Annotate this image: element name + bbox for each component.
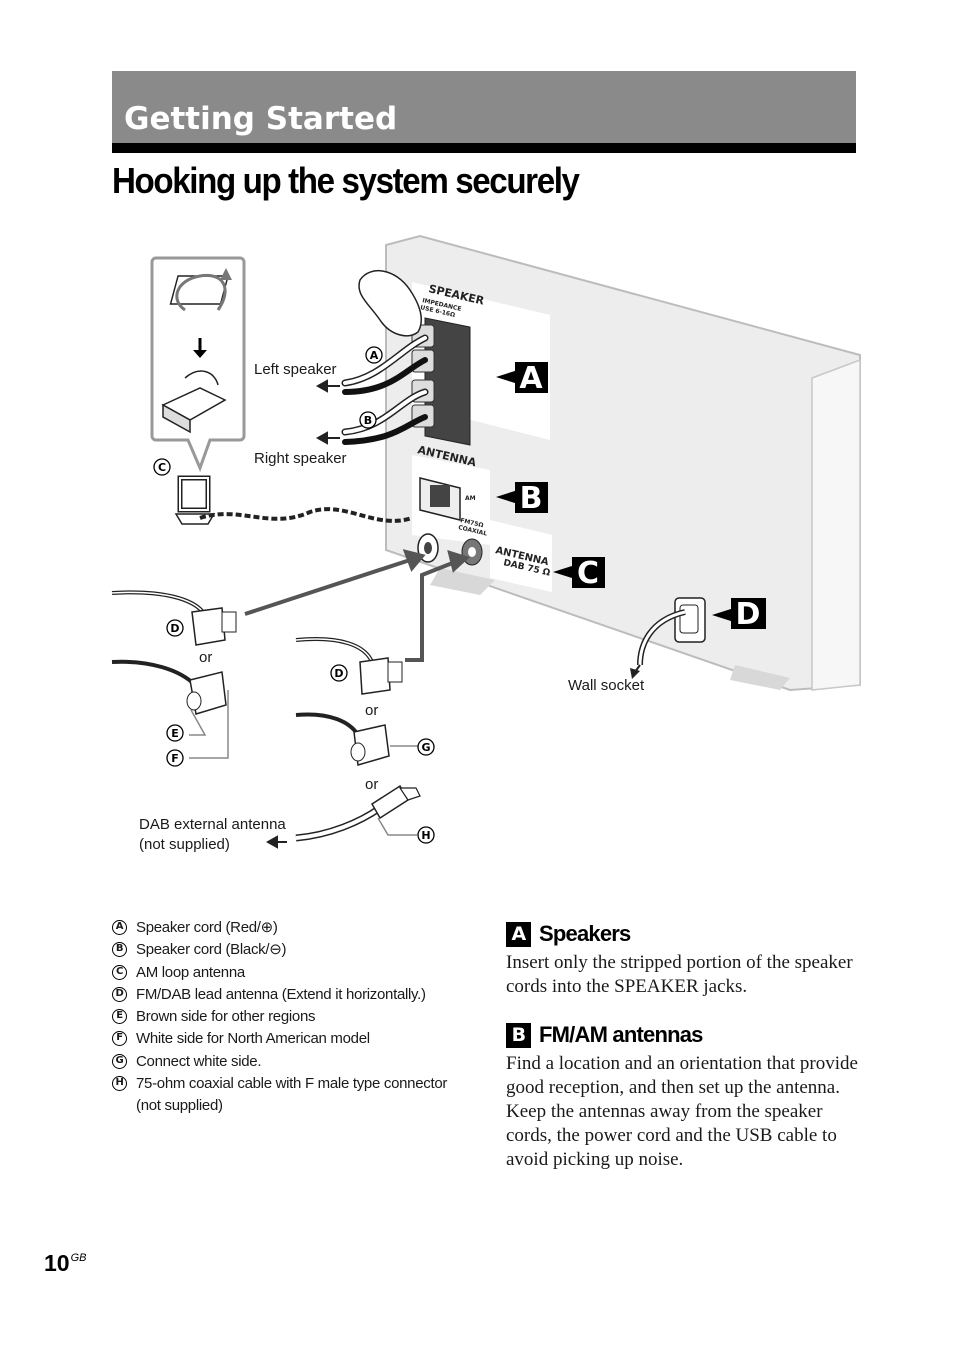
left-speaker-label: Left speaker: [254, 361, 337, 378]
big-letter-c: C: [553, 556, 605, 591]
callout-f: F: [171, 752, 179, 765]
speakers-heading: A Speakers: [506, 921, 858, 947]
dab-arrow: [265, 835, 287, 849]
speaker-cords: [341, 334, 429, 445]
svg-text:C: C: [577, 556, 599, 591]
speakers-section: A Speakers Insert only the stripped port…: [506, 921, 858, 999]
big-letter-b: B: [496, 481, 548, 516]
fm-am-antennas-section: B FM/AM antennas Find a location and an …: [506, 1022, 858, 1172]
or-label-3: or: [365, 776, 378, 793]
legend-text-a: Speaker cord (Red/⊕): [136, 919, 278, 936]
fm-lead-antenna-middle: [295, 637, 403, 695]
finger-illustration: [358, 270, 422, 337]
right-speaker-label: Right speaker: [254, 450, 347, 467]
legend-text-f: White side for North American model: [136, 1030, 370, 1048]
fmam-heading-text: FM/AM antennas: [539, 1022, 703, 1047]
legend-item-g: G Connect white side.: [112, 1051, 472, 1073]
legend-item-c: C AM loop antenna: [112, 962, 472, 984]
legend-text-b: Speaker cord (Black/⊖): [136, 941, 287, 959]
legend-item-a: A Speaker cord (Red/⊕): [112, 917, 472, 939]
big-letter-d: D: [712, 597, 766, 632]
coaxial-cable-h: [295, 784, 421, 842]
legend-item-d: D FM/DAB lead antenna (Extend it horizont…: [112, 984, 472, 1006]
or-label-2: or: [365, 702, 378, 719]
am-antenna-inset: [150, 256, 246, 473]
legend-mark-g: G: [112, 1053, 127, 1069]
callout-c: C: [158, 461, 166, 474]
legend-text-c: AM loop antenna: [136, 963, 245, 981]
speakers-letter-box: A: [506, 921, 531, 947]
dab-external-label-line1: DAB external antenna: [139, 816, 286, 833]
section-label: Getting Started: [124, 101, 398, 137]
power-plug: [630, 597, 706, 679]
speaker-arrows: [315, 379, 340, 445]
legend-item-h: H 75-ohm coaxial cable with F male type c…: [112, 1073, 472, 1118]
callout-d-left: D: [170, 622, 179, 635]
page-number-suffix: GB: [70, 1252, 87, 1264]
legend-list: A Speaker cord (Red/⊕) B Speaker cord (Bla…: [112, 917, 472, 1118]
am-loop-antenna: [174, 475, 413, 525]
legend-text-h: 75-ohm coaxial cable with F male type co…: [136, 1075, 448, 1115]
legend-item-f: F White side for North American model: [112, 1028, 472, 1050]
page-number-value: 10: [44, 1250, 70, 1276]
page-title: Hooking up the system securely: [112, 160, 580, 201]
panel-am-label: AM: [465, 495, 476, 502]
wall-socket-label: Wall socket: [568, 677, 645, 694]
svg-text:A: A: [519, 361, 543, 396]
fmam-body-1: Find a location and an orientation that …: [506, 1053, 858, 1098]
callout-g: G: [421, 741, 430, 754]
section-header-bar: Getting Started: [112, 71, 856, 153]
fmam-body-2: Keep the antennas away from the speaker …: [506, 1101, 837, 1170]
legend-mark-f: F: [112, 1031, 127, 1047]
legend-item-b: B Speaker cord (Black/⊖): [112, 939, 472, 961]
speakers-heading-text: Speakers: [539, 921, 631, 946]
speakers-body: Insert only the stripped portion of the …: [506, 952, 853, 997]
fm-lead-antenna-g: [295, 712, 418, 766]
legend-text-d: FM/DAB lead antenna (Extend it horizonta…: [136, 985, 426, 1003]
callout-a: A: [370, 349, 379, 362]
fm-lead-antenna-ef: [111, 659, 229, 759]
legend-text-e: Brown side for other regions: [136, 1008, 316, 1026]
legend-mark-a: A: [112, 920, 127, 935]
fmam-letter-box: B: [506, 1022, 531, 1048]
legend-mark-b: B: [112, 942, 127, 958]
svg-text:B: B: [520, 481, 543, 516]
am-connector: [419, 477, 461, 521]
fm-lead-antenna-left: [111, 590, 237, 646]
legend-mark-d: D: [112, 986, 127, 1002]
unit-rear-panel: [385, 234, 861, 692]
svg-text:D: D: [736, 597, 761, 632]
big-letter-a: A: [496, 361, 548, 396]
legend-mark-c: C: [112, 964, 127, 980]
legend-mark-h: H: [112, 1076, 127, 1092]
connection-diagram: SPEAKER IMPEDANCE USE 6-16Ω ANTENNA AM F…: [111, 234, 861, 853]
or-label-1: or: [199, 649, 212, 666]
callout-d-middle: D: [334, 667, 343, 680]
legend-item-e: E Brown side for other regions: [112, 1006, 472, 1028]
dab-external-label-line2: (not supplied): [139, 836, 230, 853]
callout-b: B: [364, 414, 372, 427]
callout-e: E: [171, 727, 179, 740]
fmam-heading: B FM/AM antennas: [506, 1022, 858, 1048]
legend-text-g: Connect white side.: [136, 1052, 262, 1070]
page-number: 10GB: [44, 1250, 87, 1277]
connection-arrows: [244, 549, 470, 662]
legend-mark-e: E: [112, 1009, 127, 1025]
callout-h: H: [421, 829, 430, 842]
